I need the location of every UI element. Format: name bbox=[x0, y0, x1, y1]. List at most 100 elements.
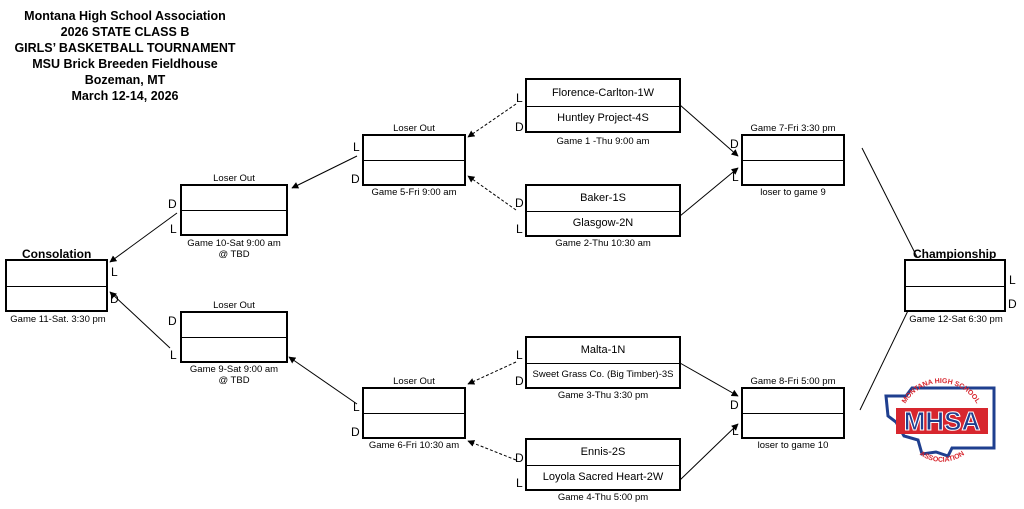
game-6-slot1 bbox=[364, 389, 464, 414]
game-8-slot1 bbox=[743, 389, 843, 414]
game-12-box bbox=[904, 259, 1006, 312]
game-4-top-side: D bbox=[515, 451, 524, 465]
connector-g7-g12 bbox=[861, 147, 918, 258]
game-12-caption: Game 12-Sat 6:30 pm bbox=[909, 314, 1003, 325]
game-10-top-side: D bbox=[168, 197, 177, 211]
header-city: Bozeman, MT bbox=[84, 73, 166, 87]
game-1-team2: Huntley Project-4S bbox=[557, 112, 649, 125]
header-association: Montana High School Association bbox=[24, 9, 226, 23]
game-6-loser-out: Loser Out bbox=[393, 376, 435, 387]
header-venue: MSU Brick Breeden Fieldhouse bbox=[32, 57, 218, 71]
game-6-slot2 bbox=[364, 413, 464, 437]
game-3-box: Malta-1N Sweet Grass Co. (Big Timber)-3S bbox=[525, 336, 681, 389]
game-3-top-side: L bbox=[516, 348, 523, 362]
connector-g9-g11 bbox=[109, 291, 171, 349]
game-5-loser-out: Loser Out bbox=[393, 123, 435, 134]
game-9-top-side: D bbox=[168, 314, 177, 328]
game-2-bottom-side: L bbox=[516, 222, 523, 236]
game-11-bottom-side: D bbox=[110, 292, 119, 306]
game-7-slot2 bbox=[743, 160, 843, 184]
connector-g2-g7 bbox=[679, 167, 739, 217]
game-9-caption: Game 9-Sat 9:00 am bbox=[189, 364, 279, 375]
game-10-slot2 bbox=[182, 210, 286, 234]
game-4-bottom-side: L bbox=[516, 476, 523, 490]
game-4-box: Ennis-2S Loyola Sacred Heart-2W bbox=[525, 438, 681, 491]
logo-main-text: MHSA bbox=[904, 406, 981, 436]
game-11-top-side: L bbox=[111, 265, 118, 279]
game-6-box bbox=[362, 387, 466, 439]
connector-g1-g5 bbox=[467, 103, 517, 138]
game-5-slot2 bbox=[364, 160, 464, 184]
game-1-top-side: L bbox=[516, 91, 523, 105]
game-6-top-side: L bbox=[353, 400, 360, 414]
game-10-caption: Game 10-Sat 9:00 am bbox=[187, 238, 281, 249]
game-8-box bbox=[741, 387, 845, 439]
connector-g3-g8 bbox=[679, 362, 739, 397]
game-7-slot1 bbox=[743, 136, 843, 161]
game-11-slot2 bbox=[7, 286, 106, 311]
game-8-bottom-side: L bbox=[732, 424, 739, 438]
game-11-box bbox=[5, 259, 108, 312]
logo-top-text: MONTANA HIGH SCHOOL bbox=[901, 378, 981, 405]
game-8-caption: loser to game 10 bbox=[757, 440, 829, 451]
game-7-bottom-side: L bbox=[732, 170, 739, 184]
game-5-bottom-side: D bbox=[351, 172, 360, 186]
game-4-caption: Game 4-Thu 5:00 pm bbox=[557, 492, 649, 503]
mhsa-logo: MONTANA HIGH SCHOOL MHSA ASSOCIATION bbox=[884, 378, 996, 464]
connector-g5-g10 bbox=[291, 155, 358, 189]
game-10-slot1 bbox=[182, 186, 286, 211]
game-7-top-side: D bbox=[730, 137, 739, 151]
game-1-team1: Florence-Carlton-1W bbox=[527, 80, 679, 107]
game-9-venue: @ TBD bbox=[218, 375, 250, 386]
connector-g4-g6 bbox=[467, 440, 517, 461]
game-9-slot1 bbox=[182, 313, 286, 338]
game-5-box bbox=[362, 134, 466, 186]
connector-g2-g5 bbox=[467, 175, 517, 211]
game-11-slot1 bbox=[7, 261, 106, 287]
game-8-top-caption: Game 8-Fri 5:00 pm bbox=[750, 376, 836, 387]
game-10-box bbox=[180, 184, 288, 236]
game-8-top-side: D bbox=[730, 398, 739, 412]
connector-g4-g8 bbox=[679, 423, 739, 481]
game-2-caption: Game 2-Thu 10:30 am bbox=[555, 238, 651, 249]
header-dates: March 12-14, 2026 bbox=[71, 89, 179, 103]
game-9-bottom-side: L bbox=[170, 348, 177, 362]
game-2-box: Baker-1S Glasgow-2N bbox=[525, 184, 681, 237]
game-8-slot2 bbox=[743, 413, 843, 437]
game-12-slot1 bbox=[906, 261, 1004, 287]
connector-g6-g9 bbox=[288, 356, 358, 405]
championship-title: Championship bbox=[913, 247, 997, 261]
game-9-loser-out: Loser Out bbox=[213, 300, 255, 311]
game-1-box: Florence-Carlton-1W Huntley Project-4S bbox=[525, 78, 681, 133]
game-6-caption: Game 6-Fri 10:30 am bbox=[368, 440, 460, 451]
game-6-bottom-side: D bbox=[351, 425, 360, 439]
game-12-bottom-side: D bbox=[1008, 297, 1017, 311]
header-class: 2026 STATE CLASS B bbox=[60, 25, 190, 39]
connector-g3-g6 bbox=[467, 361, 517, 385]
game-4-team2: Loyola Sacred Heart-2W bbox=[542, 470, 664, 483]
game-3-caption: Game 3-Thu 3:30 pm bbox=[557, 390, 649, 401]
header-tournament: GIRLS’ BASKETBALL TOURNAMENT bbox=[14, 41, 236, 55]
game-3-bottom-side: D bbox=[515, 374, 524, 388]
connector-g1-g7 bbox=[679, 104, 739, 157]
game-2-team1: Baker-1S bbox=[527, 186, 679, 212]
game-11-caption: Game 11-Sat. 3:30 pm bbox=[10, 314, 106, 325]
game-2-team2: Glasgow-2N bbox=[572, 216, 634, 229]
game-10-venue: @ TBD bbox=[218, 249, 250, 260]
game-3-team2: Sweet Grass Co. (Big Timber)-3S bbox=[532, 369, 674, 381]
game-5-slot1 bbox=[364, 136, 464, 161]
game-3-team1: Malta-1N bbox=[527, 338, 679, 364]
game-10-loser-out: Loser Out bbox=[213, 173, 255, 184]
game-4-team1: Ennis-2S bbox=[527, 440, 679, 466]
game-5-caption: Game 5-Fri 9:00 am bbox=[371, 187, 457, 198]
game-9-box bbox=[180, 311, 288, 363]
game-2-top-side: D bbox=[515, 196, 524, 210]
game-10-bottom-side: L bbox=[170, 222, 177, 236]
game-7-caption: loser to game 9 bbox=[760, 187, 826, 198]
game-5-top-side: L bbox=[353, 140, 360, 154]
game-1-bottom-side: D bbox=[515, 120, 524, 134]
game-12-slot2 bbox=[906, 286, 1004, 311]
game-12-top-side: L bbox=[1009, 273, 1016, 287]
tournament-header: Montana High School Association 2026 STA… bbox=[6, 8, 244, 104]
